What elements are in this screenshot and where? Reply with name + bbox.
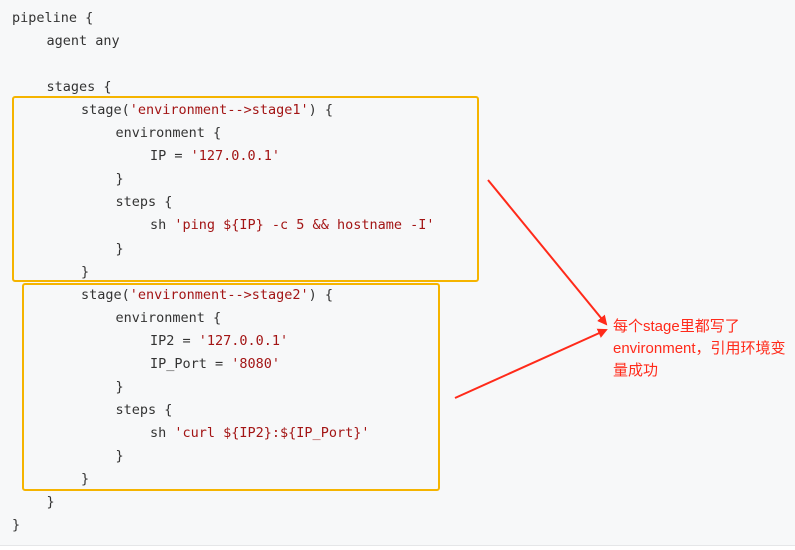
arrow-to-stage2 xyxy=(454,328,608,399)
code-token: } xyxy=(115,240,124,257)
arrow-to-stage1 xyxy=(487,179,608,326)
code-token: } xyxy=(115,447,124,464)
code-token: ) { xyxy=(308,102,333,119)
stage1-highlight-box xyxy=(12,96,479,282)
code-token: IP2 = xyxy=(150,332,199,349)
code-line: sh 'ping ${IP} -c 5 && hostname -I' xyxy=(150,214,434,237)
code-line: environment { xyxy=(116,307,222,330)
code-line: IP_Port = '8080' xyxy=(150,353,280,376)
code-token: stage( xyxy=(81,286,130,303)
code-line: } xyxy=(116,168,124,191)
code-token: } xyxy=(46,494,55,511)
code-token: steps { xyxy=(115,401,173,418)
code-line: } xyxy=(12,514,20,537)
code-token: steps { xyxy=(115,194,173,211)
code-token: stages { xyxy=(46,79,112,96)
code-string: 'environment-->stage1' xyxy=(129,102,309,119)
code-line: IP = '127.0.0.1' xyxy=(150,145,280,168)
code-line: } xyxy=(116,238,124,261)
code-token: environment { xyxy=(115,125,222,142)
code-line: stage('environment-->stage2') { xyxy=(81,284,333,307)
code-token: agent any xyxy=(46,33,120,50)
code-string: 'environment-->stage2' xyxy=(129,286,309,303)
code-line: } xyxy=(81,261,89,284)
code-line: } xyxy=(116,376,124,399)
code-line: sh 'curl ${IP2}:${IP_Port}' xyxy=(150,422,369,445)
annotation-text: 每个stage里都写了environment，引用环境变量成功 xyxy=(613,318,786,379)
code-line: agent any xyxy=(47,30,120,53)
code-token: } xyxy=(81,263,90,280)
code-string: 'ping ${IP} -c 5 && hostname -I' xyxy=(174,217,435,234)
code-line: } xyxy=(81,468,89,491)
code-token: } xyxy=(81,471,90,487)
code-token: } xyxy=(115,378,124,395)
code-token: ) { xyxy=(308,286,333,303)
code-token: sh xyxy=(150,217,175,234)
code-string: '127.0.0.1' xyxy=(190,148,281,165)
code-string: '8080' xyxy=(231,355,281,372)
code-token: } xyxy=(115,171,124,188)
code-token: sh xyxy=(150,424,175,441)
code-line: } xyxy=(47,491,55,514)
stage2-highlight-box xyxy=(22,283,440,491)
code-string: '127.0.0.1' xyxy=(198,332,289,349)
code-line: pipeline { xyxy=(12,7,93,30)
code-token: stage( xyxy=(81,102,130,119)
code-line: stage('environment-->stage1') { xyxy=(81,99,333,122)
code-line: steps { xyxy=(116,399,173,422)
code-line: environment { xyxy=(116,122,222,145)
code-line: stages { xyxy=(47,76,112,99)
code-token: IP = xyxy=(150,148,191,165)
code-token: } xyxy=(12,517,21,534)
code-token: IP_Port = xyxy=(150,355,232,372)
code-line: } xyxy=(116,445,124,468)
code-token: environment { xyxy=(115,309,222,326)
code-line: IP2 = '127.0.0.1' xyxy=(150,330,288,353)
code-token: pipeline { xyxy=(12,10,94,26)
code-line: steps { xyxy=(116,191,173,214)
code-string: 'curl ${IP2}:${IP_Port}' xyxy=(174,424,370,441)
